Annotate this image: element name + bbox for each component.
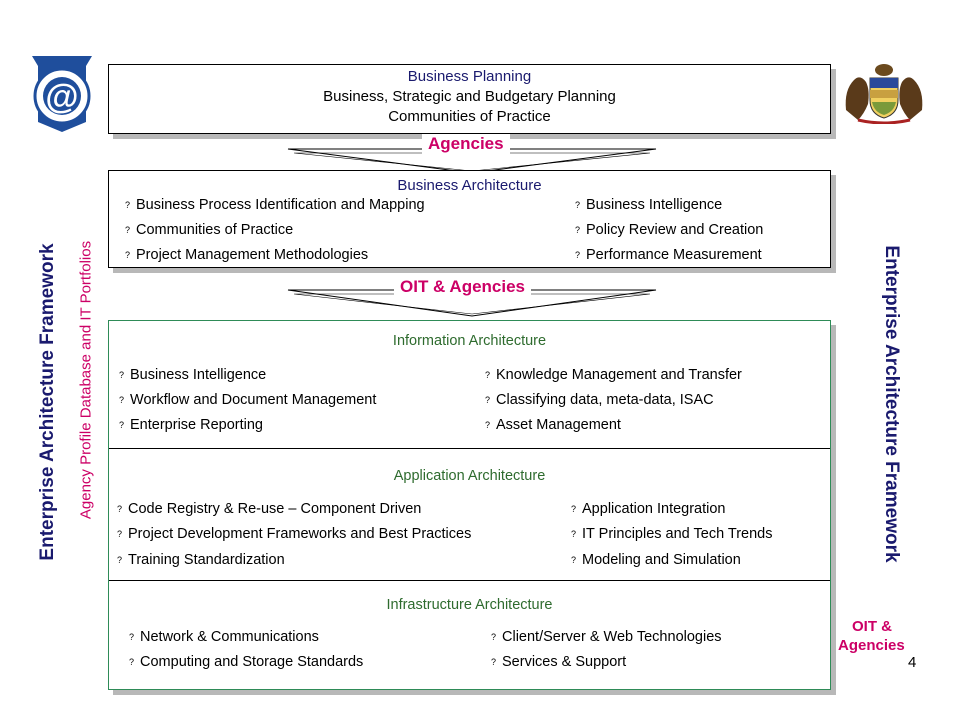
- bullet-icon: ?: [571, 504, 577, 514]
- business-planning-title: Business Planning: [407, 68, 532, 85]
- information-architecture-title: Information Architecture: [392, 333, 547, 349]
- ba-left-item-3: ?Project Management Methodologies: [125, 247, 369, 263]
- bullet-icon: ?: [117, 529, 123, 539]
- inf-right-item-2: ?Services & Support: [491, 654, 627, 670]
- bullet-icon: ?: [125, 250, 131, 260]
- aa-left-item-3: ?Training Standardization: [117, 552, 285, 568]
- bullet-icon: ?: [117, 555, 123, 565]
- bullet-icon: ?: [485, 420, 491, 430]
- ia-right-item-3: ?Asset Management: [485, 417, 621, 433]
- bullet-icon: ?: [119, 395, 125, 405]
- ia-left-item-3: ?Enterprise Reporting: [119, 417, 264, 433]
- business-planning-box: Business Planning Business, Strategic an…: [108, 64, 831, 134]
- aa-left-item-1: ?Code Registry & Re-use – Component Driv…: [117, 501, 422, 517]
- bullet-icon: ?: [575, 200, 581, 210]
- bullet-icon: ?: [119, 370, 125, 380]
- application-architecture-title: Application Architecture: [393, 468, 546, 484]
- slide-number: 4: [908, 654, 917, 671]
- section-divider-2: [109, 580, 830, 581]
- ba-left-item-1: ?Business Process Identification and Map…: [125, 197, 425, 213]
- inf-right-item-1: ?Client/Server & Web Technologies: [491, 629, 722, 645]
- aa-right-item-2: ?IT Principles and Tech Trends: [571, 526, 773, 542]
- bullet-icon: ?: [125, 200, 131, 210]
- bullet-icon: ?: [125, 225, 131, 235]
- coat-of-arms-crest-icon: [845, 64, 923, 124]
- inf-left-item-1: ?Network & Communications: [129, 629, 319, 645]
- bullet-icon: ?: [491, 657, 497, 667]
- business-architecture-title: Business Architecture: [397, 177, 542, 194]
- bullet-icon: ?: [129, 657, 135, 667]
- infrastructure-architecture-title: Infrastructure Architecture: [386, 597, 553, 613]
- oit-agencies-label: OIT & Agencies: [394, 277, 532, 297]
- ia-left-item-1: ?Business Intelligence: [119, 367, 267, 383]
- side-left-subtitle: Agency Profile Database and IT Portfolio…: [77, 240, 95, 520]
- bullet-icon: ?: [571, 529, 577, 539]
- ba-right-item-2: ?Policy Review and Creation: [575, 222, 764, 238]
- side-right-agencies-line: Agencies: [838, 637, 905, 654]
- section-divider-1: [109, 448, 830, 449]
- business-planning-line-1: Business, Strategic and Budgetary Planni…: [323, 88, 616, 105]
- bullet-icon: ?: [491, 632, 497, 642]
- keystone-at-logo-icon: @: [32, 56, 92, 132]
- side-right-oit-line: OIT &: [852, 618, 892, 635]
- ia-right-item-1: ?Knowledge Management and Transfer: [485, 367, 742, 383]
- architecture-stack-box: Information Architecture ?Business Intel…: [108, 320, 831, 690]
- bullet-icon: ?: [485, 395, 491, 405]
- business-planning-line-2: Communities of Practice: [388, 108, 551, 125]
- agencies-label: Agencies: [422, 134, 510, 154]
- ia-left-item-2: ?Workflow and Document Management: [119, 392, 377, 408]
- bullet-icon: ?: [119, 420, 125, 430]
- bullet-icon: ?: [129, 632, 135, 642]
- business-architecture-box: Business Architecture ?Business Process …: [108, 170, 831, 268]
- ia-right-item-2: ?Classifying data, meta-data, ISAC: [485, 392, 714, 408]
- side-left-title: Enterprise Architecture Framework: [37, 243, 58, 561]
- bullet-icon: ?: [571, 555, 577, 565]
- side-right-title: Enterprise Architecture Framework: [881, 245, 902, 563]
- aa-left-item-2: ?Project Development Frameworks and Best…: [117, 526, 472, 542]
- aa-right-item-3: ?Modeling and Simulation: [571, 552, 741, 568]
- bullet-icon: ?: [485, 370, 491, 380]
- aa-right-item-1: ?Application Integration: [571, 501, 726, 517]
- svg-text:@: @: [45, 78, 78, 116]
- ba-right-item-1: ?Business Intelligence: [575, 197, 723, 213]
- bullet-icon: ?: [575, 250, 581, 260]
- inf-left-item-2: ?Computing and Storage Standards: [129, 654, 364, 670]
- ba-left-item-2: ?Communities of Practice: [125, 222, 294, 238]
- ba-right-item-3: ?Performance Measurement: [575, 247, 762, 263]
- bullet-icon: ?: [117, 504, 123, 514]
- bullet-icon: ?: [575, 225, 581, 235]
